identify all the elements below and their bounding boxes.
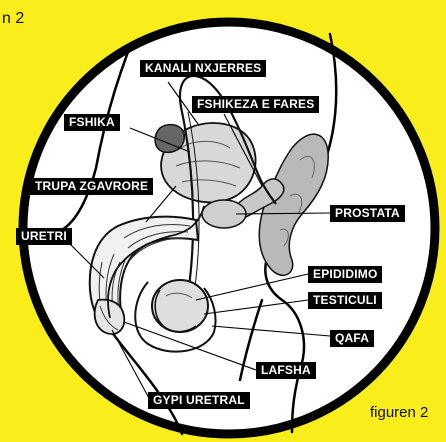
label-uretri: URETRI (16, 228, 72, 245)
label-testiculi: TESTICULI (308, 292, 382, 309)
label-prostata: PROSTATA (330, 205, 405, 222)
label-fshikeza-e-fares: FSHIKEZA E FARES (192, 96, 319, 113)
label-qafa: QAFA (330, 330, 374, 347)
label-gypi-uretral: GYPI URETRAL (148, 392, 250, 409)
testicle-shape (152, 280, 208, 332)
label-fshika: FSHIKA (64, 114, 120, 131)
figure-caption: figuren 2 (370, 404, 428, 421)
label-lafsha: LAFSHA (256, 362, 316, 379)
label-trupa-zgavrore: TRUPA ZGAVRORE (30, 178, 153, 195)
label-epididimo: EPIDIDIMO (308, 266, 382, 283)
label-kanali-nxjerres: KANALI NXJERRES (140, 60, 266, 77)
